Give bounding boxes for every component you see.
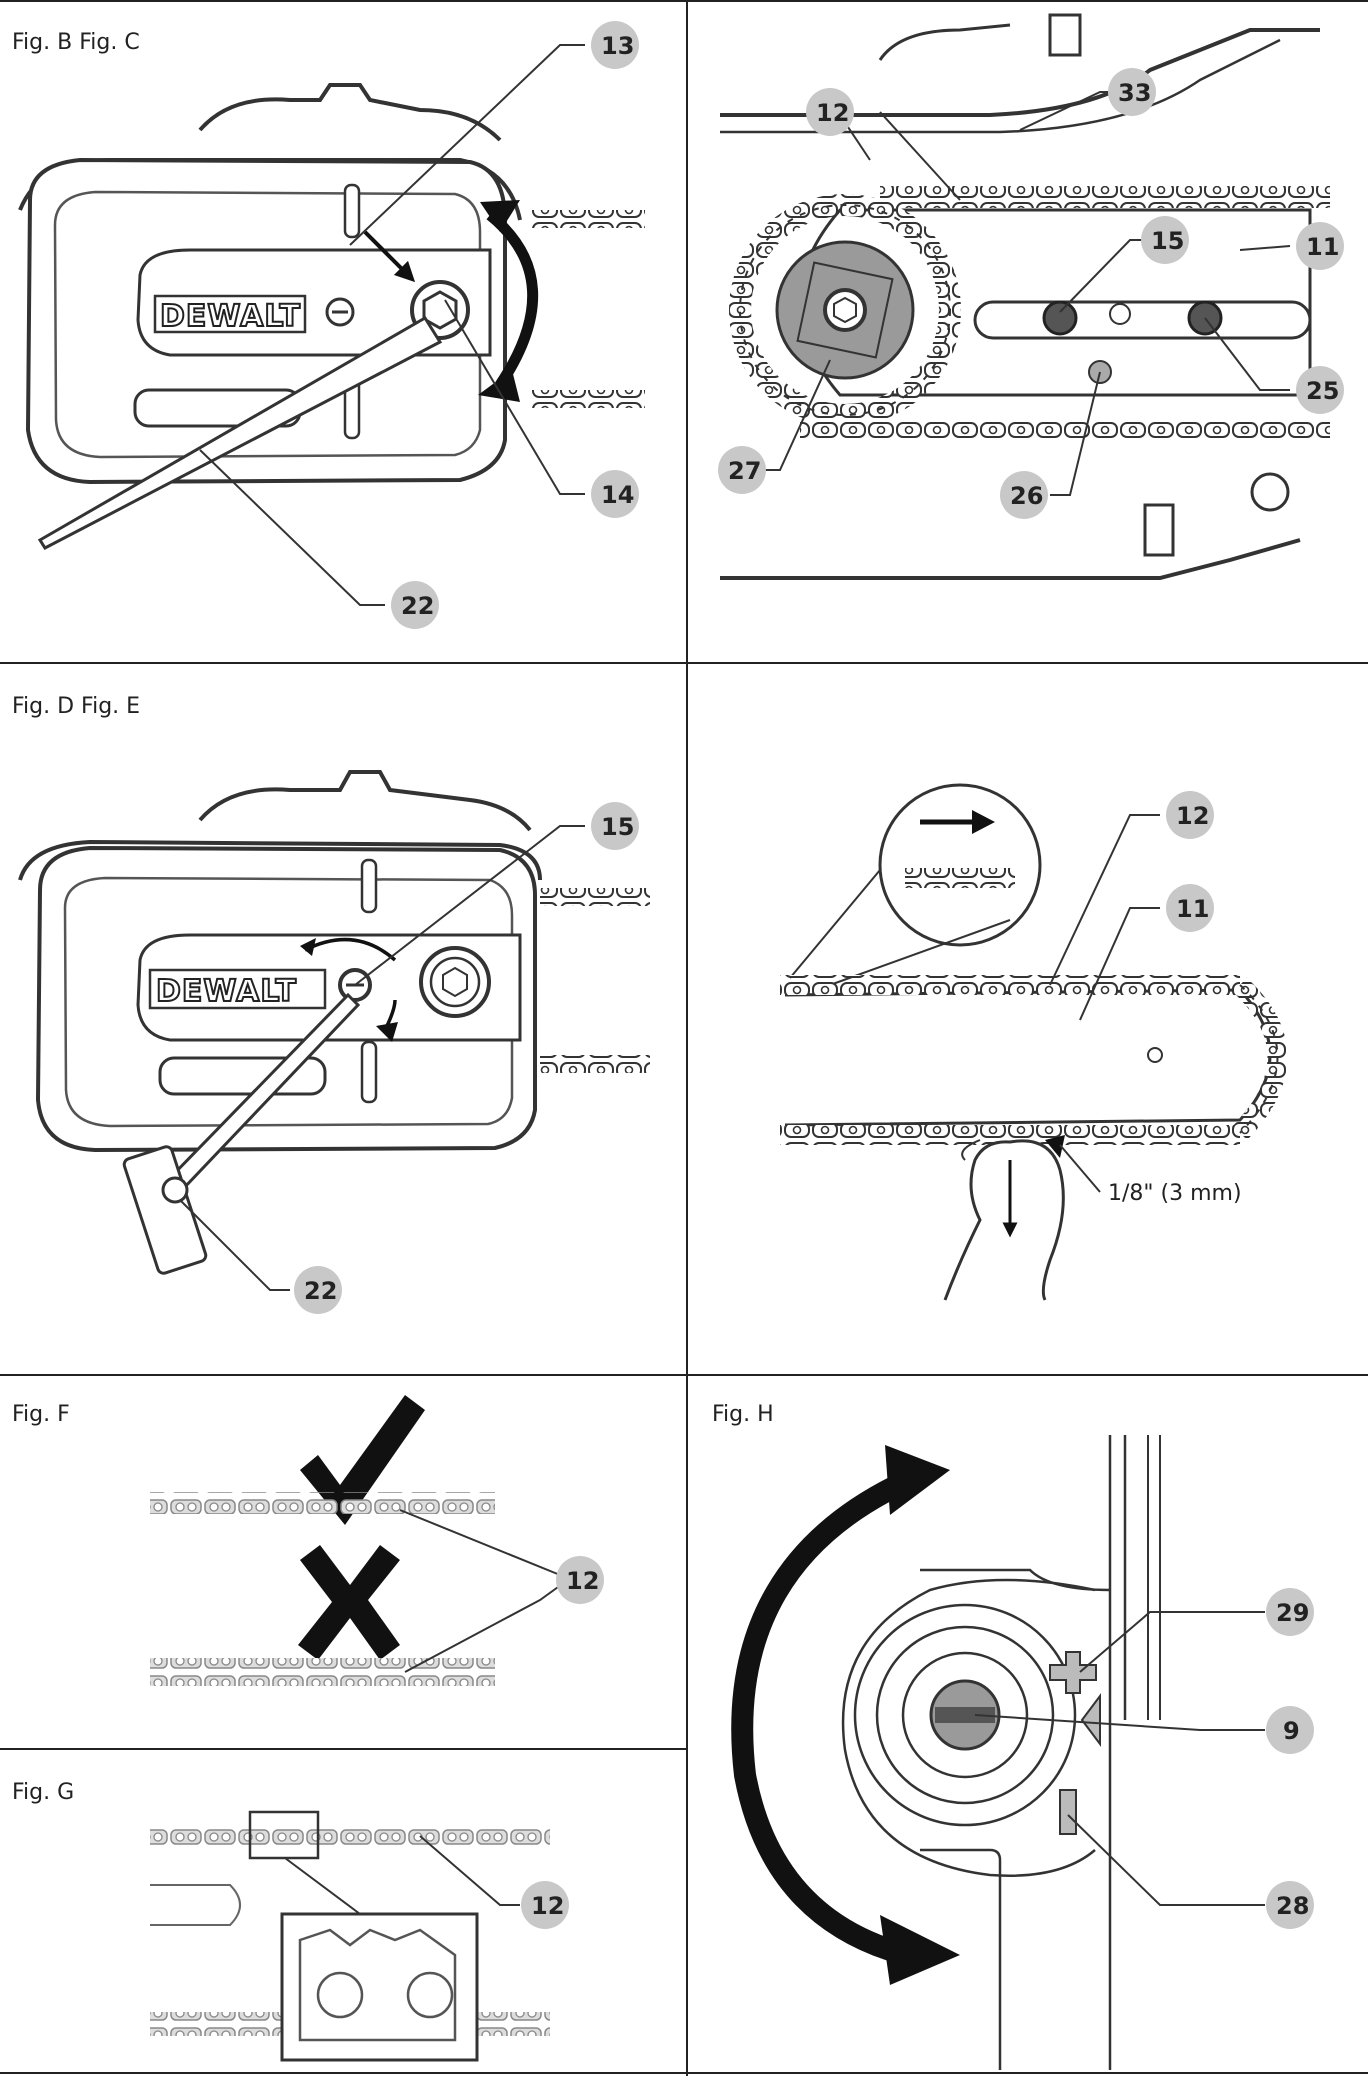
callout-12-e (1166, 791, 1214, 839)
callout-29 (1266, 1588, 1314, 1636)
callout-13 (591, 21, 639, 69)
callout-12-f-label: 12 (566, 1567, 599, 1595)
grid-row-rule-2 (0, 1374, 1368, 1376)
dewalt-logo-b: DEWALT (160, 299, 301, 334)
callout-15-d (591, 802, 639, 850)
callout-15 (1141, 216, 1189, 264)
figure-label-h: Fig. H (712, 1402, 774, 1427)
fig-g-illustration: 12 (150, 1810, 569, 2062)
callout-22-d-label: 22 (304, 1277, 337, 1305)
callout-12-f (556, 1556, 604, 1604)
callout-26 (1000, 471, 1048, 519)
figure-label-g: Fig. G (12, 1780, 75, 1805)
callout-11-e-label: 11 (1176, 895, 1209, 923)
fig-h-illustration: 29 9 28 (731, 1435, 1314, 2070)
callout-12 (806, 88, 854, 136)
callout-28-label: 28 (1276, 1892, 1309, 1920)
dewalt-logo-d: DEWALT (156, 974, 297, 1009)
callout-29-label: 29 (1276, 1599, 1309, 1627)
callout-12-label: 12 (816, 99, 849, 127)
callout-26-label: 26 (1010, 482, 1043, 510)
callout-11-label: 11 (1306, 233, 1339, 261)
callout-33 (1108, 68, 1156, 116)
callout-14 (591, 470, 639, 518)
callout-27 (718, 446, 766, 494)
figure-label-f: Fig. F (12, 1402, 70, 1427)
callout-25 (1296, 366, 1344, 414)
grid-fg-rule (0, 1748, 686, 1750)
figure-label-d-e: Fig. D Fig. E (12, 694, 141, 719)
figure-label-b-c: Fig. B Fig. C (12, 30, 140, 55)
callout-22-label: 22 (401, 592, 434, 620)
callout-9 (1266, 1706, 1314, 1754)
callout-12-g (521, 1881, 569, 1929)
callout-27-label: 27 (728, 457, 761, 485)
callout-15-label: 15 (1151, 227, 1184, 255)
fig-c-illustration: 12 33 15 11 25 27 26 (718, 13, 1344, 580)
callout-14-label: 14 (601, 481, 634, 509)
fig-b-c-illustration: DEWALT (18, 21, 645, 629)
callout-9-label: 9 (1283, 1717, 1300, 1745)
fig-e-illustration: 1/8" (3 mm) 12 11 (780, 783, 1288, 1301)
callout-28 (1266, 1881, 1314, 1929)
callout-12-g-label: 12 (531, 1892, 564, 1920)
callout-13-label: 13 (601, 32, 634, 60)
x-mark-icon (298, 1545, 400, 1660)
callout-11 (1296, 222, 1344, 270)
grid-bottom-rule (0, 2072, 1368, 2074)
callout-22-d (294, 1266, 342, 1314)
dimension-label: 1/8" (3 mm) (1108, 1181, 1242, 1206)
callout-25-label: 25 (1306, 377, 1339, 405)
callout-33-label: 33 (1118, 79, 1151, 107)
callout-12-e-label: 12 (1176, 802, 1209, 830)
callout-22 (391, 581, 439, 629)
grid-vertical-divider (686, 0, 688, 2076)
fig-d-illustration: DEWALT 15 (18, 770, 650, 1314)
callout-15-d-label: 15 (601, 813, 634, 841)
grid-row-rule-1 (0, 662, 1368, 664)
grid-top-rule (0, 0, 1368, 2)
callout-11-e (1166, 884, 1214, 932)
fig-f-illustration: 12 (150, 1395, 604, 1686)
